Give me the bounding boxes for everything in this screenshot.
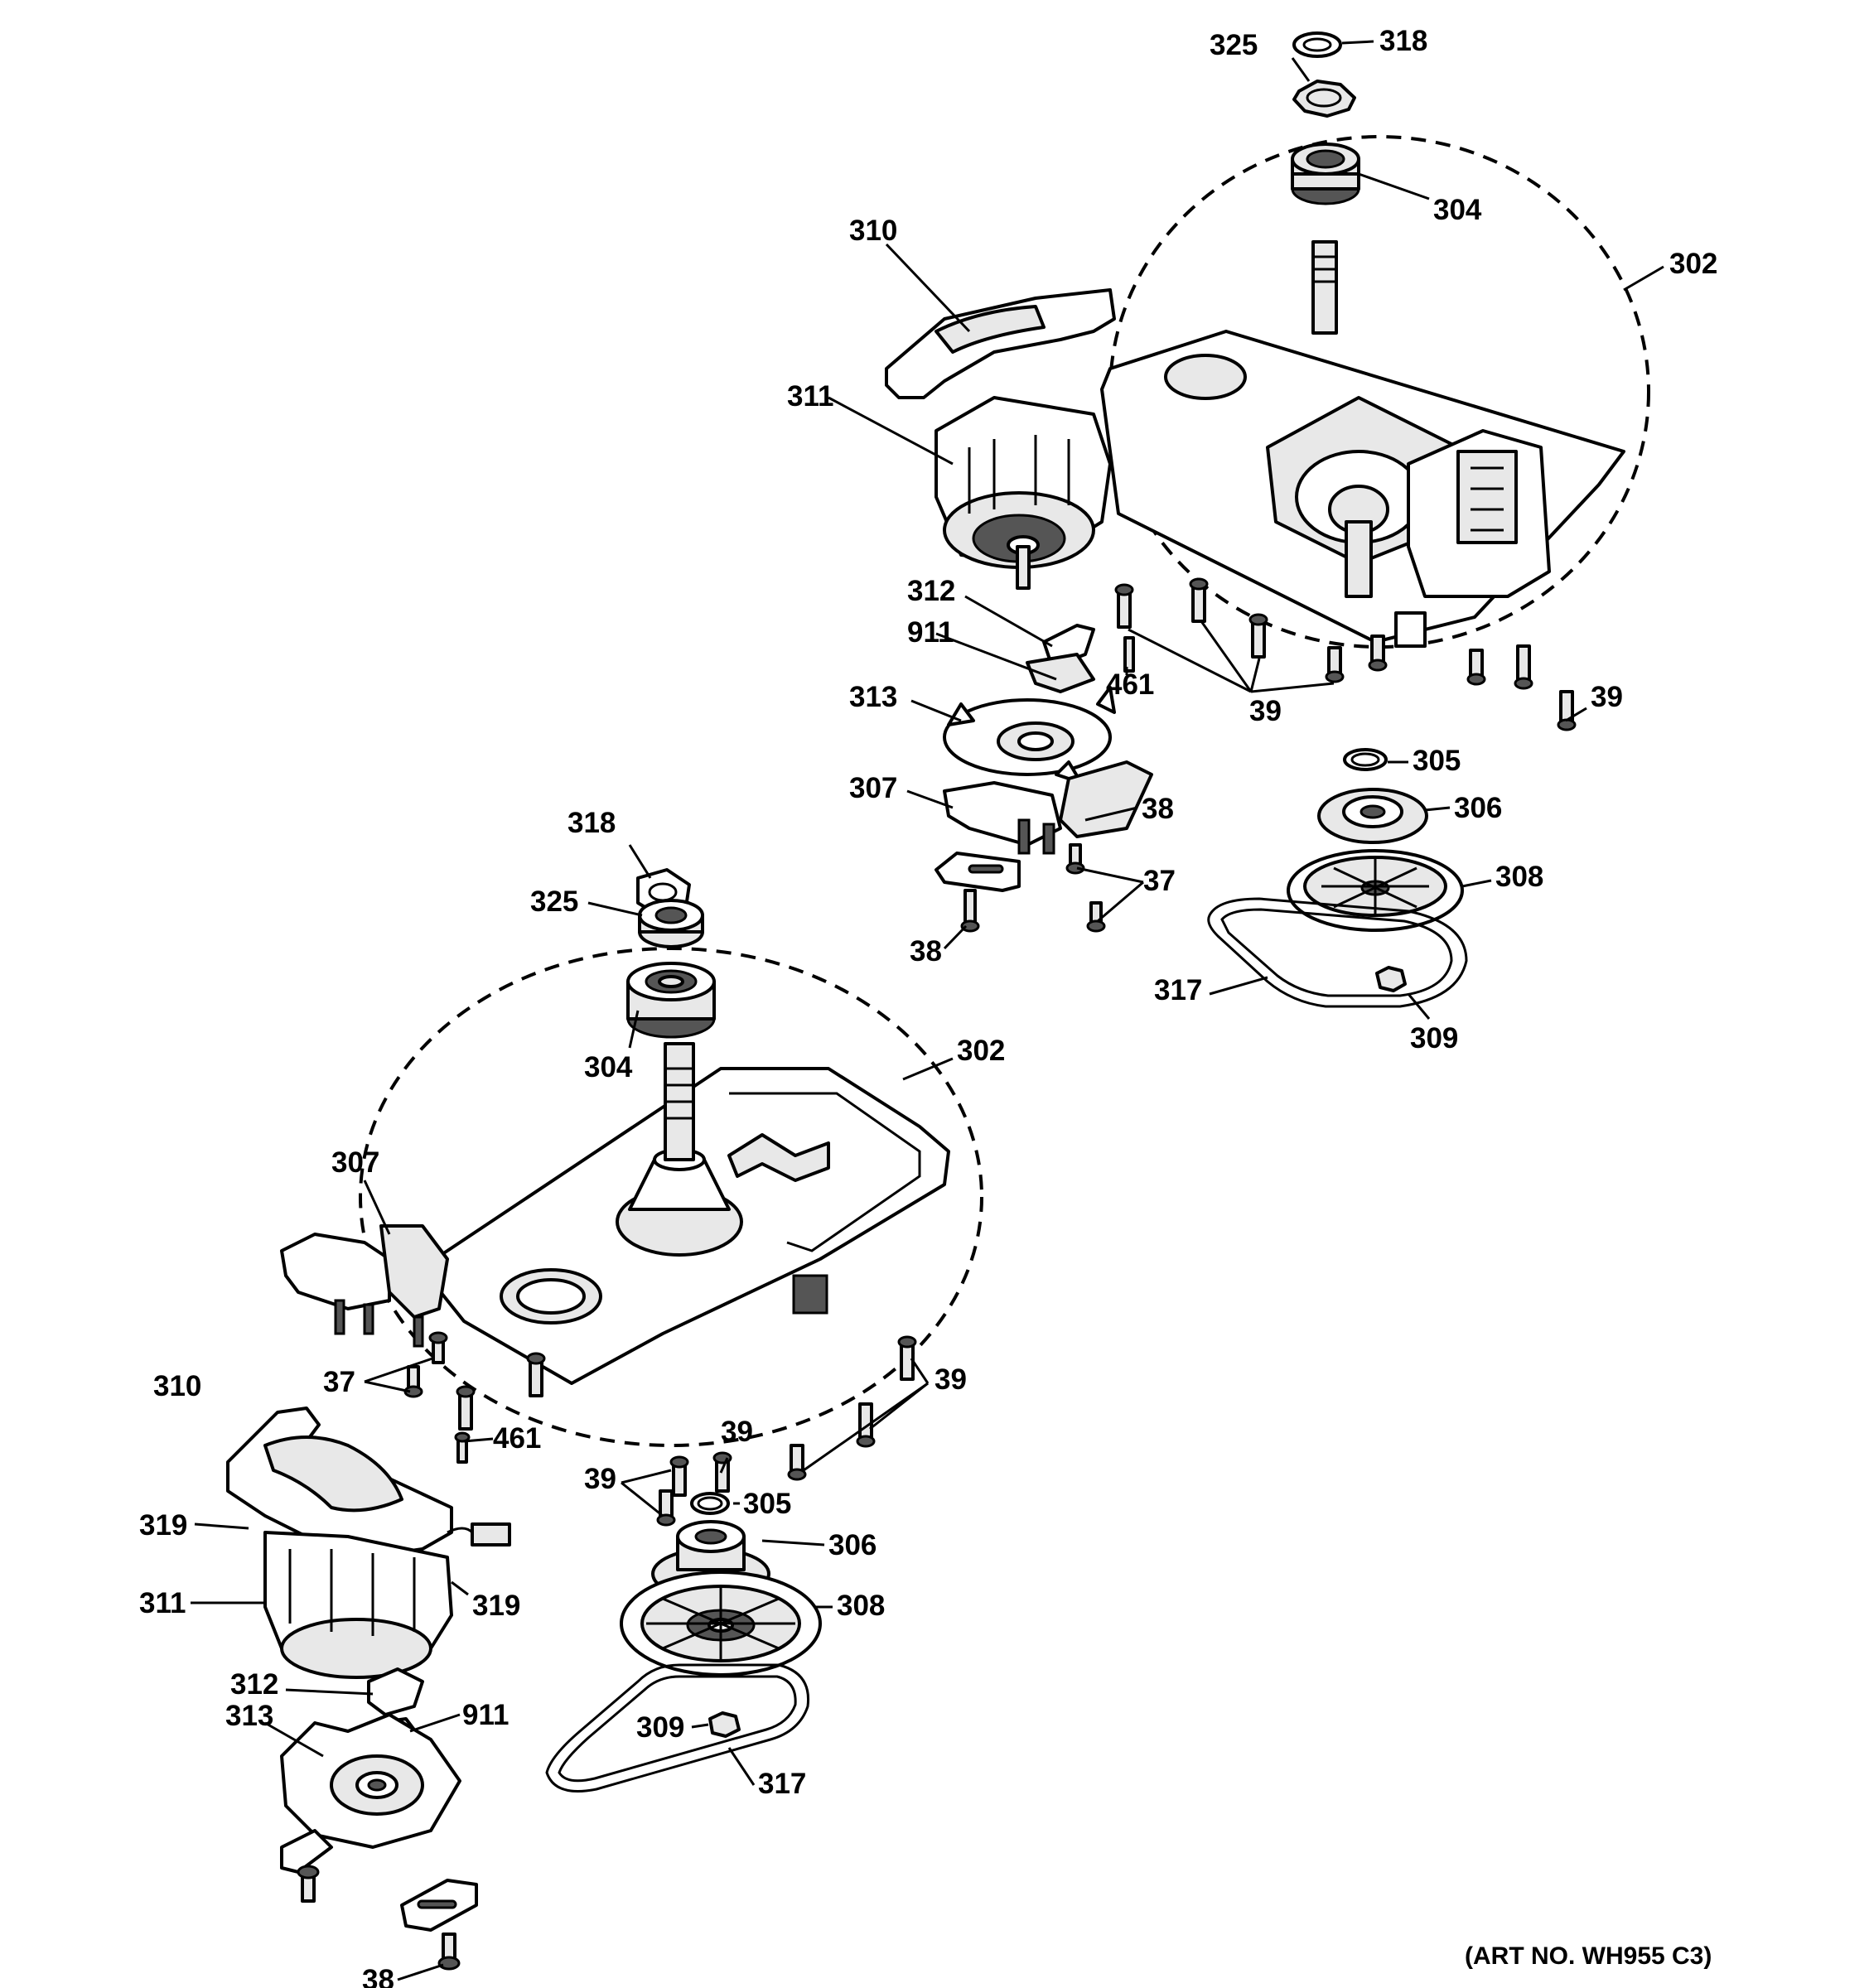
upper-part-318-washer: [1292, 31, 1342, 58]
callout-307-upper: 307: [849, 772, 897, 804]
callout-325-lower: 325: [530, 885, 578, 918]
callout-325: 325: [1210, 29, 1258, 61]
upper-part-461-screw: [1123, 636, 1135, 673]
lower-part-39-bolts-center: [656, 1451, 732, 1527]
lower-part-39-bolts-plate: [456, 1335, 917, 1481]
lower-part-311-motor: [263, 1522, 511, 1679]
lower-part-317-belt: [545, 1663, 810, 1793]
callout-306-upper: 306: [1454, 792, 1502, 824]
callout-461: 461: [1106, 668, 1154, 701]
callout-304: 304: [1433, 194, 1482, 226]
callout-302: 302: [1669, 248, 1717, 280]
upper-assembly: [885, 31, 1650, 1008]
callout-39-lower-b: 39: [721, 1416, 753, 1448]
upper-part-309-nut: [1375, 966, 1407, 992]
callout-302-lower: 302: [957, 1035, 1005, 1067]
upper-part-911: [1026, 653, 1095, 693]
callout-labels: 325 318 304 302 310 311 312 911 461 39 3…: [139, 25, 1717, 1988]
callout-39-lower-a: 39: [934, 1363, 967, 1396]
lower-part-313-fan: [280, 1713, 461, 1874]
callout-307-lower: 307: [331, 1146, 379, 1179]
lower-part-309-nut: [708, 1711, 741, 1738]
callout-38-upper-a: 38: [1142, 793, 1174, 825]
callout-313-lower: 313: [225, 1700, 273, 1732]
callout-319-lower-a: 319: [139, 1509, 187, 1542]
callout-461-lower: 461: [493, 1422, 541, 1455]
upper-part-313-fan: [943, 686, 1116, 784]
callout-306-lower: 306: [828, 1529, 877, 1561]
lower-part-325-nut: [638, 899, 704, 948]
lower-part-461-screw: [454, 1431, 471, 1464]
callout-312-lower: 312: [230, 1668, 278, 1701]
callout-318: 318: [1379, 25, 1427, 57]
lower-assembly: [226, 868, 983, 1971]
lower-part-310-cover: [226, 1407, 453, 1559]
callout-37-lower: 37: [323, 1366, 355, 1398]
callout-38-lower: 38: [362, 1964, 394, 1988]
upper-part-304-bearing: [1291, 142, 1360, 205]
callout-318-lower: 318: [567, 807, 616, 839]
lower-part-37-screws: [403, 1331, 448, 1398]
callout-911: 911: [907, 616, 954, 649]
callout-309-lower: 309: [636, 1711, 684, 1744]
callout-37-upper: 37: [1143, 865, 1176, 897]
leader-lines: [191, 40, 1664, 1981]
callout-308-upper: 308: [1495, 861, 1543, 893]
upper-part-325-nut: [1292, 80, 1356, 118]
callout-309-upper: 309: [1410, 1022, 1458, 1054]
lower-part-308-pulley: [620, 1571, 822, 1677]
upper-part-38-screw: [960, 889, 980, 933]
upper-part-39-bolts: [1114, 577, 1577, 731]
callout-305-upper: 305: [1413, 745, 1461, 777]
callout-39-lower-c: 39: [584, 1463, 616, 1495]
upper-part-37-screws: [1065, 843, 1106, 933]
callout-310: 310: [849, 215, 897, 247]
callout-312: 312: [907, 575, 955, 607]
art-number-label: (ART NO. WH955 C3): [1465, 1942, 1712, 1970]
lower-part-38-screws: [297, 1865, 461, 1971]
callout-305-lower: 305: [743, 1488, 791, 1520]
callout-313: 313: [849, 681, 897, 713]
callout-311-lower: 311: [139, 1587, 186, 1619]
upper-part-306-hub: [1317, 788, 1428, 844]
upper-part-311-motor: [934, 396, 1112, 590]
upper-part-307-switch: [943, 760, 1153, 855]
callout-38-upper-b: 38: [910, 935, 942, 967]
callout-308-lower: 308: [837, 1590, 885, 1622]
callout-304-lower: 304: [584, 1051, 633, 1083]
lower-part-312-clip: [367, 1667, 424, 1716]
callout-911-lower: 911: [462, 1699, 509, 1731]
upper-part-308-pulley: [1287, 849, 1464, 932]
callout-39-upper-a: 39: [1249, 695, 1282, 727]
lower-part-304-bearing: [626, 962, 716, 1039]
callout-317-lower: 317: [758, 1768, 806, 1800]
lower-part-307-switch: [280, 1224, 449, 1348]
upper-part-310-cover: [885, 288, 1116, 399]
callout-317-upper: 317: [1154, 974, 1202, 1006]
callout-310-lower: 310: [153, 1370, 201, 1402]
callout-311: 311: [787, 380, 833, 413]
callout-319-lower-b: 319: [472, 1590, 520, 1622]
upper-part-317-belt: [1207, 897, 1468, 1008]
callout-39-upper-b: 39: [1591, 681, 1623, 713]
